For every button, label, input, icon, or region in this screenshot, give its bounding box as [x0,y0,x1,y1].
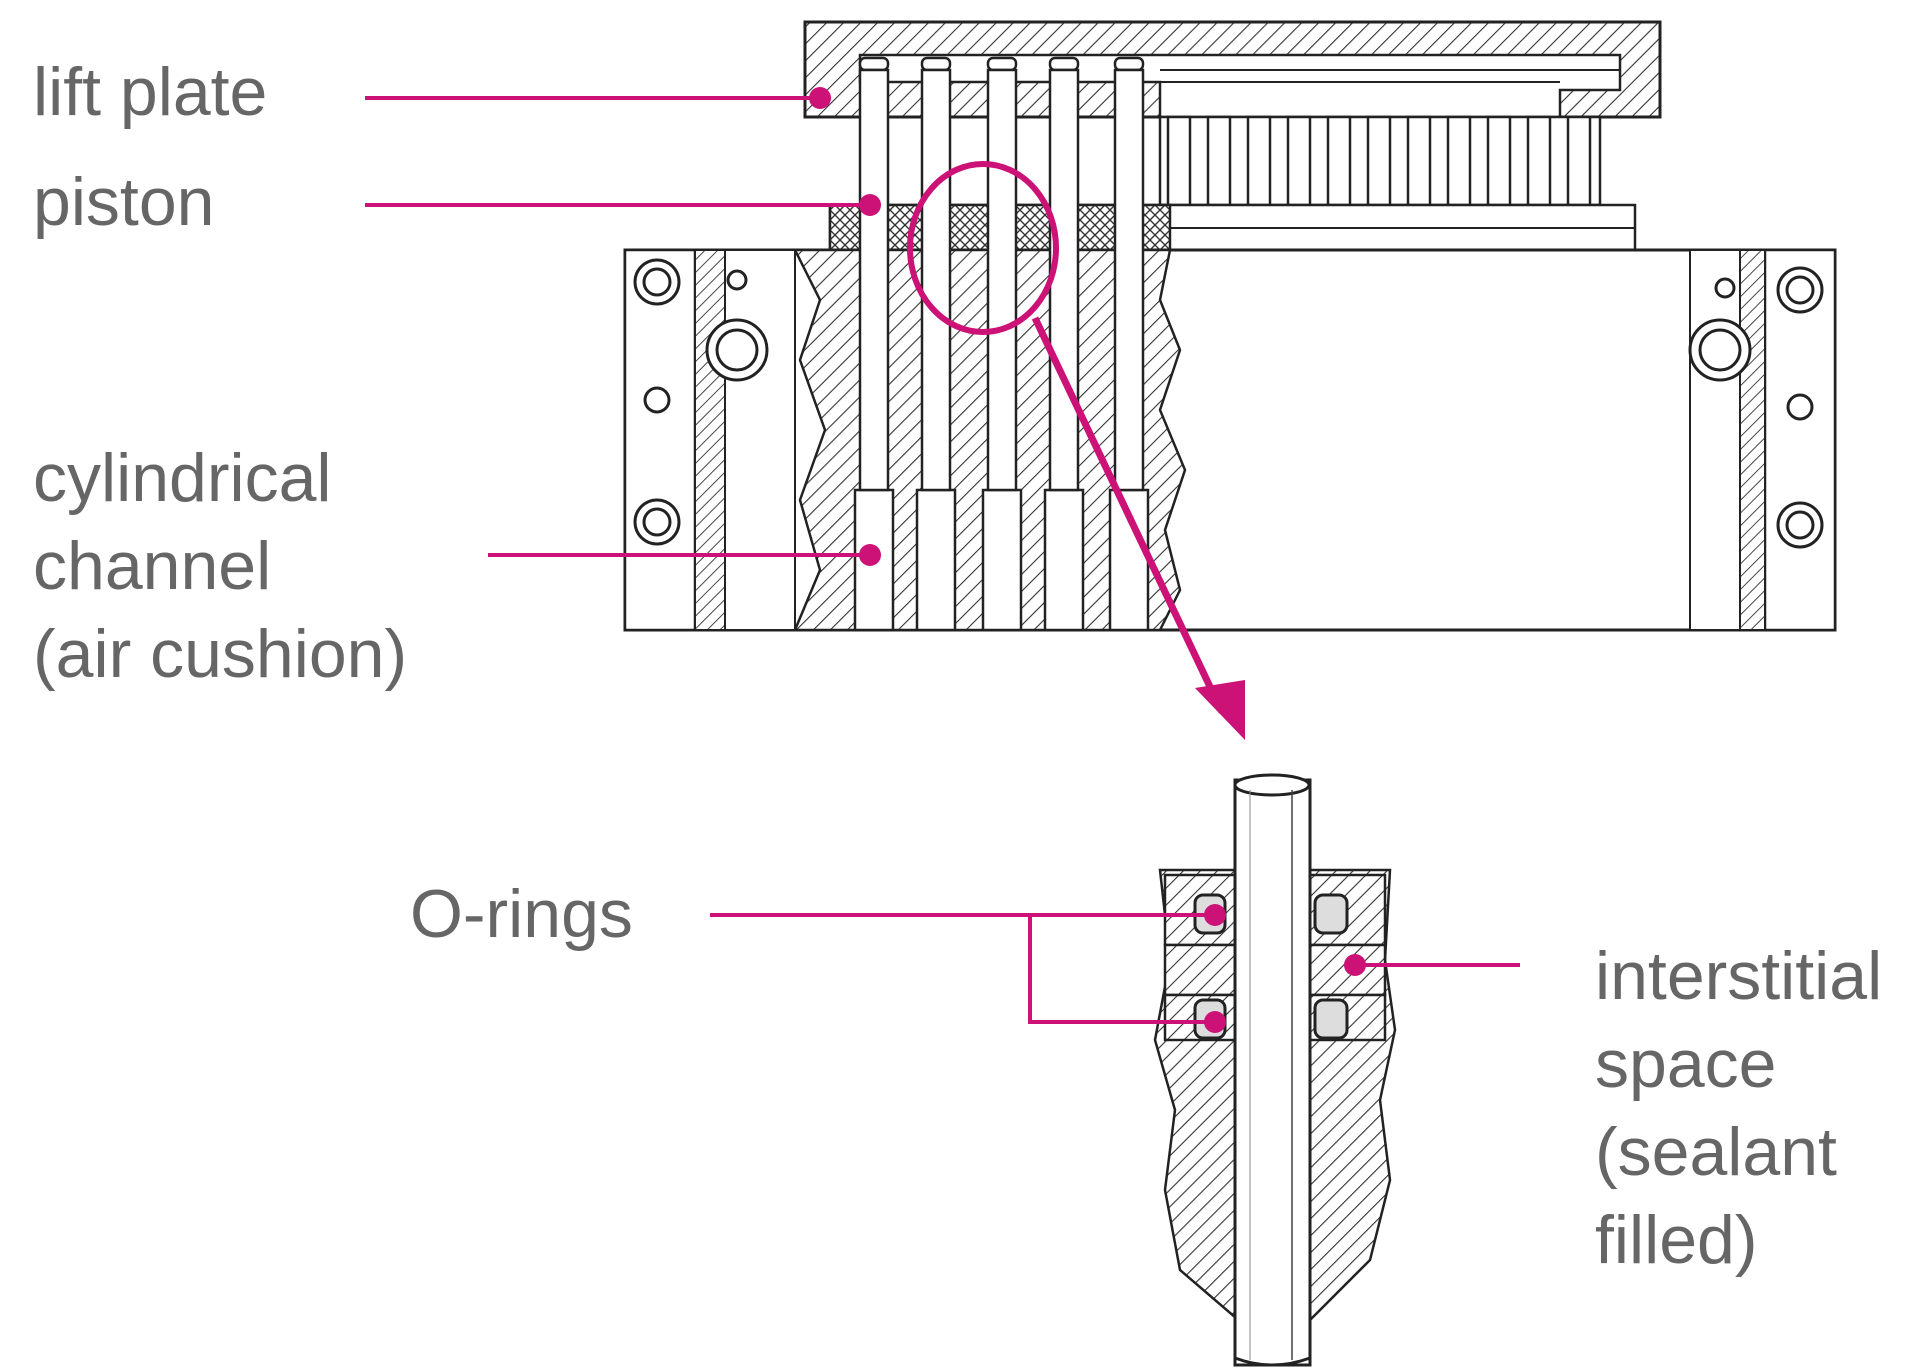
dot-interstitial [1344,954,1366,976]
piston-column [1446,115,1472,207]
label-piston: piston [33,164,215,240]
label-interstitial-space: interstitial space (sealant filled) [1595,932,1882,1284]
piston-column [1366,115,1392,207]
label-cylindrical-channel-line2: channel [33,528,272,604]
piston-column [1486,115,1512,207]
dot-cylindrical-channel [859,544,881,566]
label-interstitial-line3: (sealant [1595,1114,1837,1190]
dot-o-ring-lower [1204,1011,1226,1033]
piston-column [1566,115,1592,207]
label-interstitial-line4: filled) [1595,1202,1758,1278]
piston-column [1206,115,1232,207]
cylindrical-channel [1043,488,1085,632]
piston-rod [858,68,890,492]
piston-rod [920,68,952,492]
piston-column [1326,115,1352,207]
callout-leaders [365,96,1520,1024]
piston-rods [858,68,1145,492]
dot-lift-plate [809,87,831,109]
piston-column [1406,115,1432,207]
piston-column [1246,115,1272,207]
leader-o-rings-branch [1028,915,1215,1024]
detail-view [1153,773,1397,1367]
piston-column [1526,115,1552,207]
dot-piston [859,194,881,216]
callout-dots [809,87,1366,1033]
piston-rod [1113,68,1145,492]
detail-highlight-circle [907,161,1059,335]
label-o-rings: O-rings [410,876,633,952]
label-cylindrical-channel-line1: cylindrical [33,440,332,516]
cylinder-block [623,248,1837,632]
cylindrical-channel [915,488,957,632]
detail-arrow-head-icon [1195,680,1245,740]
label-cylindrical-channel-line3: (air cushion) [33,616,408,692]
piston-column [1166,115,1192,207]
piston-rod [986,68,1018,492]
label-interstitial-line1: interstitial [1595,938,1883,1014]
piston-rod [1048,68,1080,492]
label-cylindrical-channel: cylindrical channel (air cushion) [33,434,407,698]
dot-o-ring-upper [1204,904,1226,926]
cylindrical-channel [981,488,1023,632]
piston-column [1286,115,1312,207]
piston-array [1158,115,1602,207]
label-interstitial-line2: space [1595,1026,1777,1102]
detail-arrow-shaft [1031,316,1226,714]
label-lift-plate: lift plate [33,54,268,130]
